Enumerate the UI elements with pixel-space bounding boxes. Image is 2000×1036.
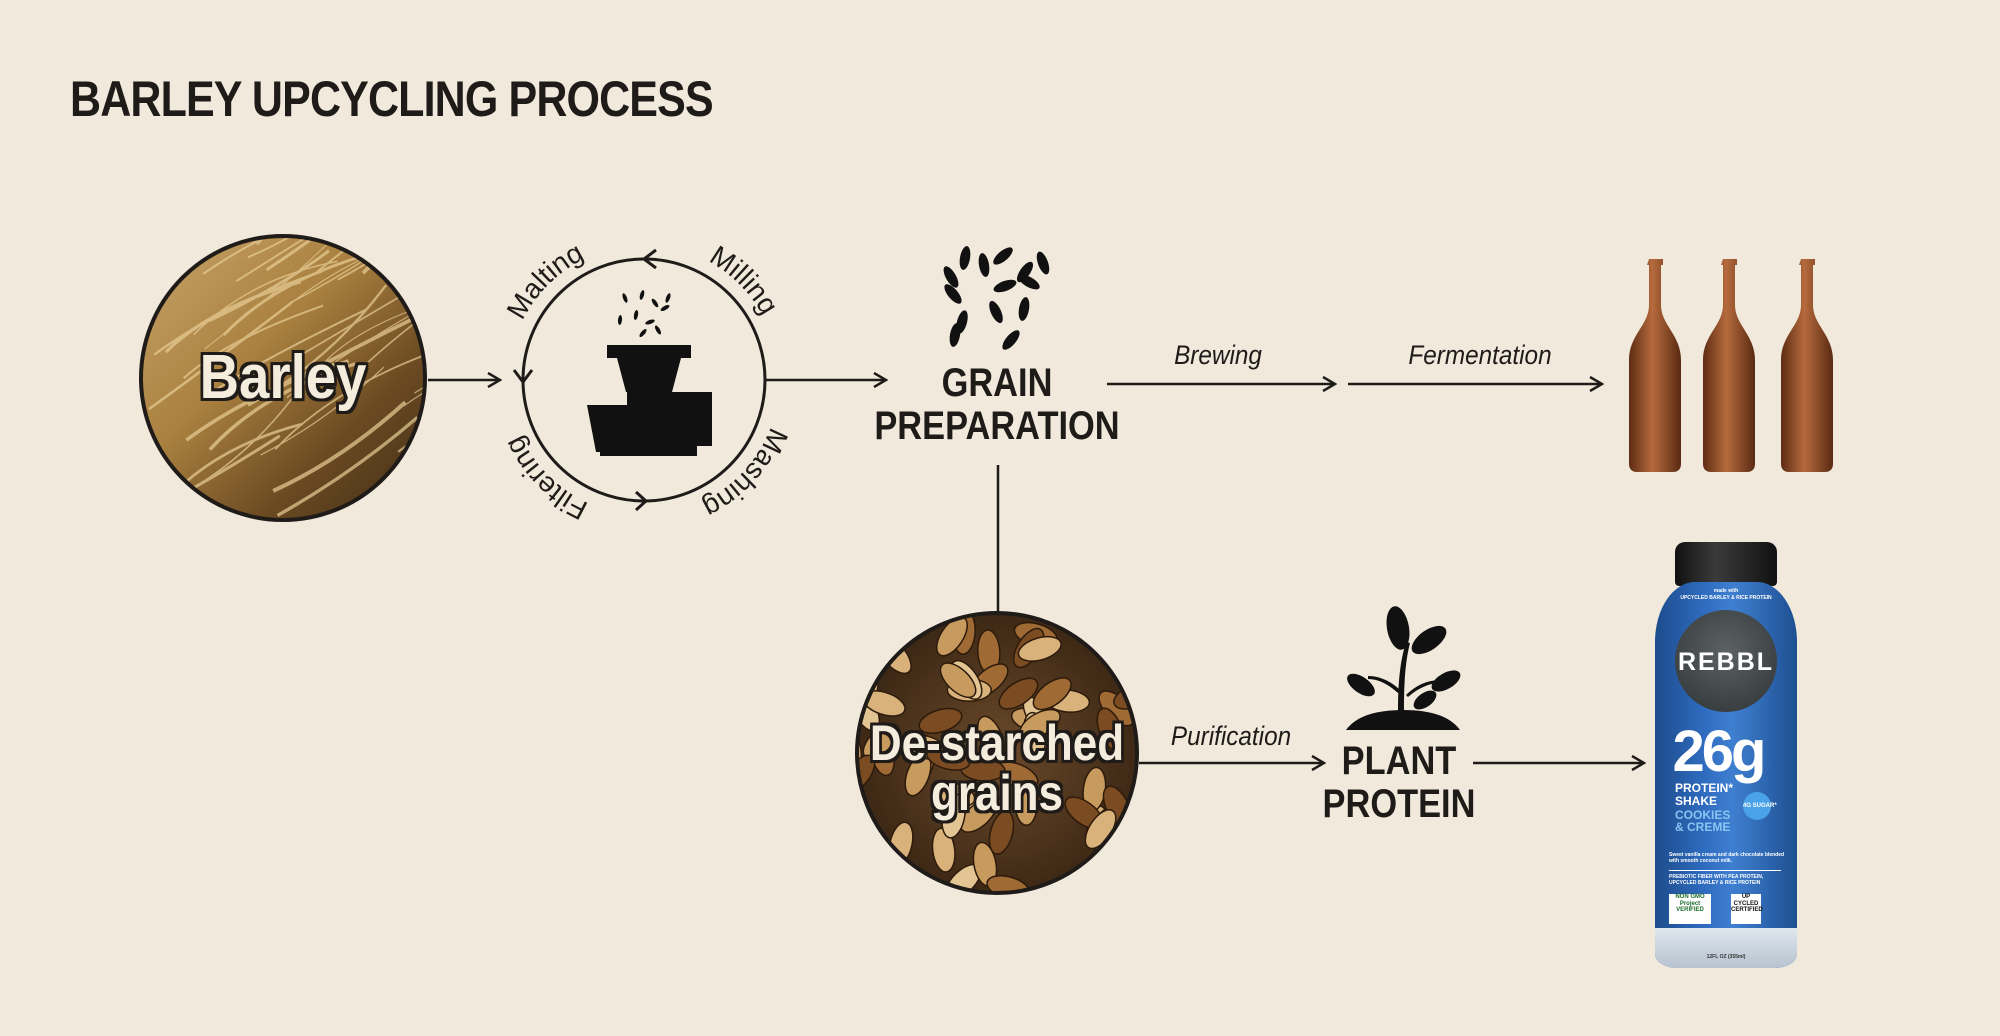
purification-label: Purification [1170, 721, 1292, 751]
destarched-line-1: De-starched [869, 715, 1125, 771]
seed-mark [1018, 297, 1030, 321]
grain-preparation-label: GRAIN PREPARATION [874, 361, 1120, 449]
cycle-step-filtering: Filtering [498, 432, 592, 526]
protein-amount: 26g [1672, 719, 1767, 784]
made-with-text: made with [1713, 588, 1739, 594]
seed-mark [1036, 251, 1050, 275]
page-title: BARLEY UPCYCLING PROCESS [70, 71, 714, 127]
barley-label: Barley [199, 343, 367, 412]
fermentation-label: Fermentation [1408, 340, 1552, 370]
plant-sprout-icon [1346, 606, 1461, 730]
seed-mark [949, 323, 961, 347]
sugar-badge: 4G SUGAR* [1743, 792, 1777, 820]
plant-protein-line-2: PROTEIN [1322, 782, 1476, 827]
seed-mark [993, 247, 1013, 265]
beer-bottle-icon [1703, 259, 1755, 472]
svg-text:Milling: Milling [705, 240, 785, 320]
non-gmo-badge: NON GMO Project VERIFIED [1669, 894, 1711, 924]
seed-mark [978, 253, 990, 277]
shake-text: SHAKE [1675, 794, 1718, 808]
flavor-line-1: COOKIES [1675, 808, 1731, 822]
seed-mark [943, 266, 959, 288]
grain-preparation-line-1: GRAIN [941, 361, 1053, 405]
brand-disc [1675, 610, 1777, 712]
brewing-label: Brewing [1174, 340, 1262, 370]
bottle-cap [1675, 542, 1777, 586]
seed-mark [944, 284, 962, 304]
protein-shake-bottle: made with UPCYCLED BARLEY & RICE PROTEIN… [1653, 542, 1799, 968]
beer-bottles [1629, 259, 1833, 472]
seed-mark [1018, 274, 1040, 290]
processing-cycle: Malting Milling Mashing Filtering [498, 236, 794, 525]
seed-mark [1002, 330, 1020, 350]
grain-preparation-line-2: PREPARATION [874, 404, 1120, 449]
svg-text:Filtering: Filtering [498, 432, 592, 526]
cycle-step-mashing: Mashing [698, 424, 794, 525]
seed-mark [959, 246, 971, 270]
grain-mill-icon [587, 290, 712, 456]
seed-mark [989, 300, 1003, 324]
description-text: Sweet vanilla cream and dark chocolate b… [1669, 852, 1785, 864]
cycle-step-milling: Milling [705, 240, 785, 320]
destarched-grains-label: De-starched grains [870, 718, 1124, 818]
flavor-line-2: & CREME [1675, 820, 1731, 834]
bottle-label: made with UPCYCLED BARLEY & RICE PROTEIN… [1655, 582, 1797, 968]
upcycled-line-text: UPCYCLED BARLEY & RICE PROTEIN [1680, 595, 1772, 601]
grain-seeds-icon [943, 246, 1050, 350]
upcycled-certified-badge: UP CYCLED CERTIFIED [1731, 894, 1763, 924]
fiber-line-text: PREBIOTIC FIBER WITH PEA PROTEIN, UPCYCL… [1669, 874, 1764, 886]
brand-logo: REBBL [1677, 648, 1775, 676]
destarched-line-2: grains [930, 765, 1064, 821]
beer-bottle-icon [1781, 259, 1833, 472]
beer-bottle-icon [1629, 259, 1681, 472]
plant-protein-label: PLANT PROTEIN [1322, 739, 1476, 827]
plant-protein-line-1: PLANT [1341, 739, 1457, 783]
volume-text: 12FL OZ (355ml) [1706, 954, 1746, 960]
svg-text:Mashing: Mashing [698, 424, 794, 525]
protein-text: PROTEIN* [1675, 781, 1734, 795]
seed-mark [993, 279, 1017, 293]
